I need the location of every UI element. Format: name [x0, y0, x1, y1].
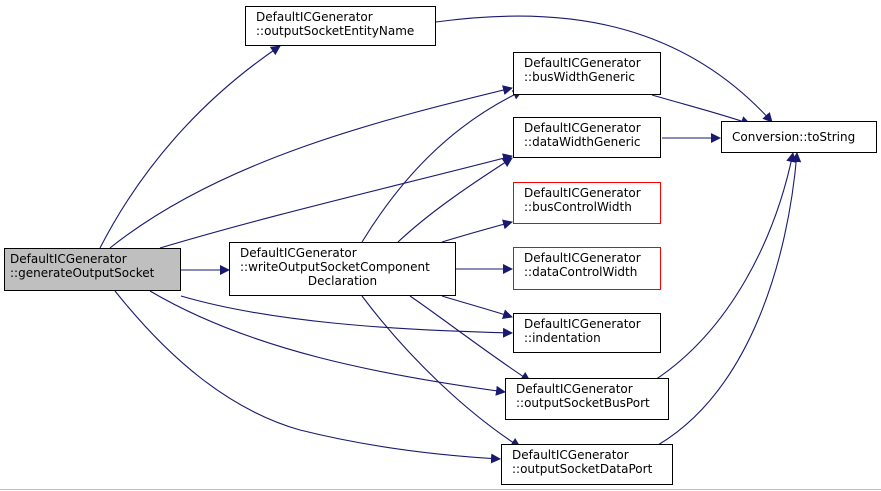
node-label-line: ::dataWidthGeneric: [524, 135, 641, 149]
node-label-line: ::writeOutputSocketComponent: [240, 260, 430, 274]
node-label-line: ::outputSocketBusPort: [516, 396, 650, 410]
edge-busport-to-tostring: [654, 152, 797, 381]
edge-writedecl-to-indentation: [441, 295, 513, 320]
node-label-line: DefaultICGenerator: [512, 448, 629, 462]
node-label-line: DefaultICGenerator: [524, 56, 641, 70]
node-indentation[interactable]: DefaultICGenerator ::indentation: [513, 313, 661, 353]
node-label-line: Declaration: [307, 274, 378, 288]
node-output-socket-entity-name[interactable]: DefaultICGenerator ::outputSocketEntityN…: [245, 6, 436, 46]
node-label-line: ::busControlWidth: [524, 200, 632, 214]
node-label-line: ::outputSocketDataPort: [512, 462, 653, 476]
edge-generate-to-indentation: [180, 295, 513, 338]
edge-generate-to-entityname: [99, 45, 281, 249]
edge-buswidthgeneric-to-tostring: [651, 94, 751, 126]
node-write-output-socket-component-declaration[interactable]: DefaultICGenerator ::writeOutputSocketCo…: [229, 242, 456, 296]
node-label-line: DefaultICGenerator: [524, 186, 641, 200]
node-label-line: DefaultICGenerator: [256, 10, 373, 24]
edge-writedecl-to-dataport: [361, 295, 521, 448]
edge-writedecl-to-datawidthgeneric: [397, 157, 513, 243]
node-bus-width-generic[interactable]: DefaultICGenerator ::busWidthGeneric: [513, 52, 661, 95]
edge-generate-to-datawidthgeneric: [159, 153, 513, 249]
node-label-line: DefaultICGenerator: [524, 317, 641, 331]
edge-dataport-to-tostring: [657, 152, 802, 446]
node-bus-control-width[interactable]: DefaultICGenerator ::busControlWidth: [513, 182, 661, 224]
node-label-line: DefaultICGenerator: [524, 251, 641, 265]
node-label-line: ::dataControlWidth: [524, 265, 638, 279]
edge-writedecl-to-buscontrolwidth: [441, 219, 513, 243]
edge-generate-to-buswidthgeneric: [109, 85, 513, 249]
node-label-line: Conversion::toString: [732, 130, 856, 144]
node-conversion-to-string[interactable]: Conversion::toString: [721, 121, 877, 153]
node-label-line: DefaultICGenerator: [524, 121, 641, 135]
node-generate-output-socket: DefaultICGenerator ::generateOutputSocke…: [4, 248, 181, 291]
node-label-line: ::busWidthGeneric: [524, 70, 635, 84]
edge-writedecl-to-buswidthgeneric: [361, 90, 523, 243]
node-data-width-generic[interactable]: DefaultICGenerator ::dataWidthGeneric: [513, 117, 661, 158]
node-label-line: DefaultICGenerator: [516, 382, 633, 396]
node-label-line: ::indentation: [524, 331, 601, 345]
node-label-line: DefaultICGenerator: [240, 246, 357, 260]
edge-writedecl-to-busport: [409, 295, 531, 382]
node-output-socket-data-port[interactable]: DefaultICGenerator ::outputSocketDataPor…: [501, 444, 673, 485]
node-data-control-width[interactable]: DefaultICGenerator ::dataControlWidth: [513, 247, 661, 290]
node-label-line: ::outputSocketEntityName: [256, 24, 415, 38]
edge-generate-to-dataport: [114, 290, 501, 464]
node-label-line: DefaultICGenerator: [10, 252, 127, 266]
node-output-socket-bus-port[interactable]: DefaultICGenerator ::outputSocketBusPort: [505, 378, 669, 420]
node-label-line: ::generateOutputSocket: [10, 266, 155, 280]
bottom-divider: [0, 489, 881, 490]
edge-entityname-to-tostring: [435, 15, 773, 123]
edge-generate-to-busport: [149, 290, 506, 396]
